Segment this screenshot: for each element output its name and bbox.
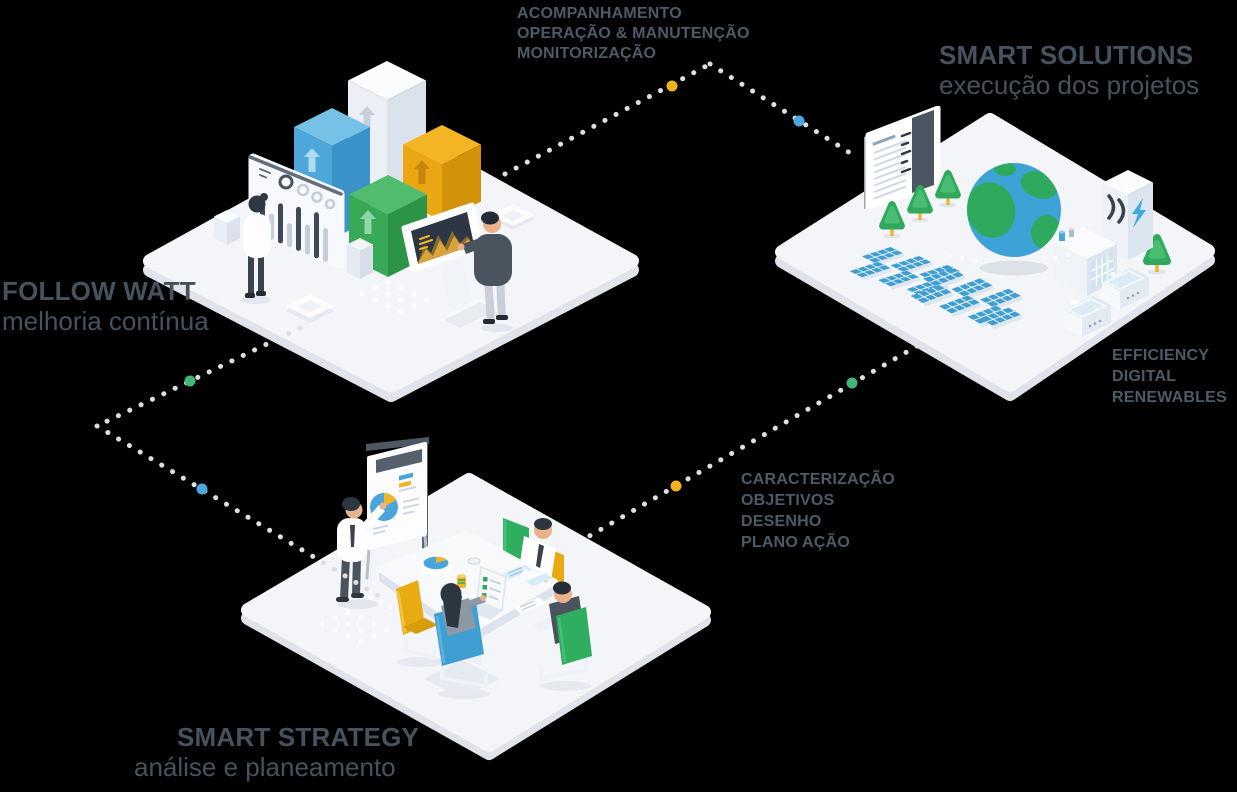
node-subtitle: melhoria contínua <box>2 306 209 336</box>
edge-label-line: MONITORIZAÇÃO <box>517 45 657 62</box>
edge-label-characterization: CARACTERIZAÇÃO OBJETIVOS DESENHO PLANO A… <box>741 469 895 553</box>
edge-label-line: PLANO AÇÃO <box>741 534 850 551</box>
bar-cube-yellow <box>403 125 481 221</box>
accent-dot-blue <box>196 483 208 495</box>
deco-pad <box>286 204 535 323</box>
node-title: SMART STRATEGY <box>177 722 420 752</box>
person-seated <box>534 581 592 691</box>
deco-dots <box>319 596 393 645</box>
person-man <box>457 211 513 332</box>
follow-watt-label: FOLLOW WATT melhoria contínua <box>2 276 209 336</box>
power-building <box>1053 170 1153 296</box>
deco-dots <box>946 249 1084 264</box>
node-subtitle: execução dos projetos <box>939 70 1200 100</box>
battery-unit <box>1063 268 1149 338</box>
globe-icon <box>967 163 1061 276</box>
edge-label-line: OBJETIVOS <box>741 492 835 509</box>
deco-cube <box>347 238 373 279</box>
edge-label-solutions-tags: EFFICIENCY DIGITAL RENEWABLES <box>1112 345 1227 408</box>
lightning-icon <box>1132 198 1146 228</box>
deco-cube <box>214 210 240 245</box>
edge-label-line: RENEWABLES <box>1112 389 1227 406</box>
person-woman <box>241 193 271 304</box>
smart-solutions-label: SMART SOLUTIONS execução dos projetos <box>939 40 1199 100</box>
node-title: FOLLOW WATT <box>2 276 196 306</box>
edge-label-line: CARACTERIZAÇÃO <box>741 471 895 488</box>
deco-dots <box>359 279 430 315</box>
edge-label-line: DESENHO <box>741 513 822 530</box>
person-seated <box>434 583 490 699</box>
chair-yellow <box>396 580 445 667</box>
node-subtitle: análise e planeamento <box>134 752 396 782</box>
browser-window <box>864 106 941 210</box>
node-title: SMART SOLUTIONS <box>939 40 1194 70</box>
edge-label-line: EFFICIENCY <box>1112 347 1210 364</box>
wifi-icon <box>1107 194 1126 224</box>
kiosk-screen <box>401 202 496 328</box>
edge-label-line: DIGITAL <box>1112 368 1177 385</box>
accent-dot-yellow <box>666 80 678 92</box>
edge-label-line: OPERAÇÃO & MANUTENÇÃO <box>517 25 750 42</box>
edge-label-line: ACOMPANHAMENTO <box>517 5 682 22</box>
smart-strategy-label: SMART STRATEGY análise e planeamento <box>134 722 419 782</box>
edge-label-monitoring: ACOMPANHAMENTO OPERAÇÃO & MANUTENÇÃO MON… <box>517 4 750 64</box>
scene-smart-solutions <box>765 106 1237 406</box>
scene-follow-watt <box>140 48 650 408</box>
